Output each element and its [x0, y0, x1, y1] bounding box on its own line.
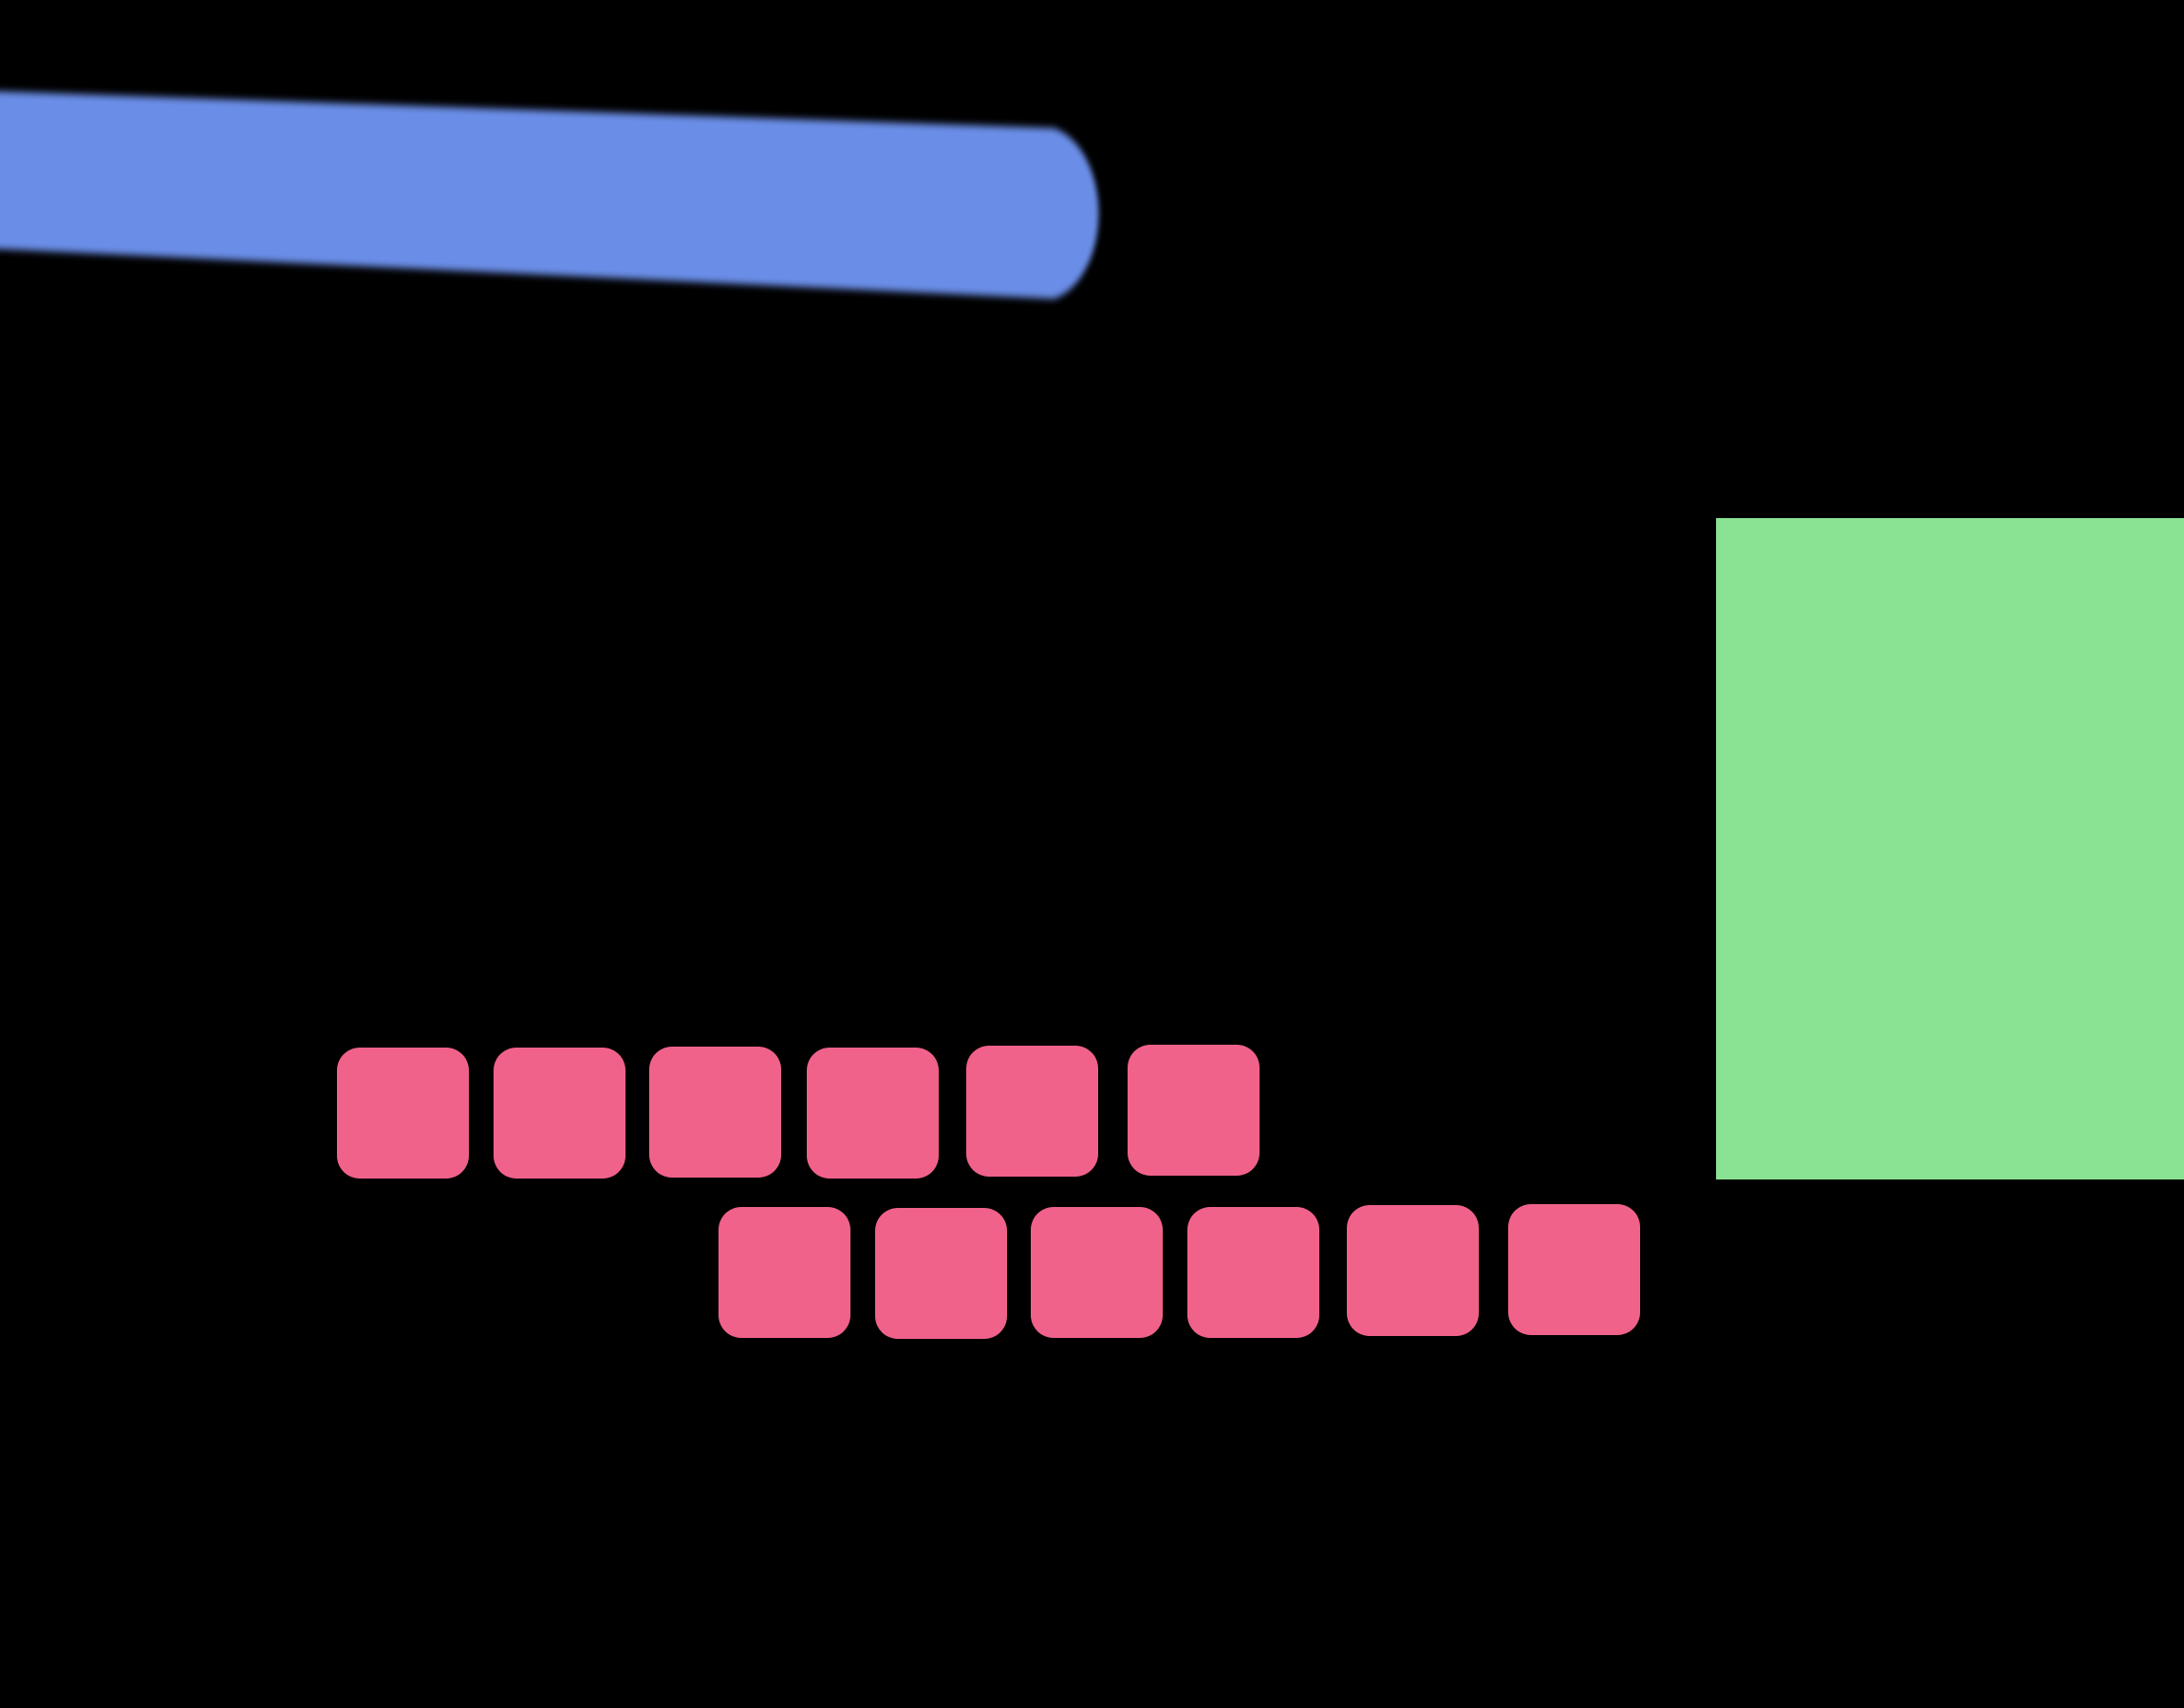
brick-row-top — [337, 1045, 1260, 1179]
brick — [649, 1047, 781, 1178]
brick — [1347, 1205, 1479, 1336]
brick — [1128, 1045, 1260, 1176]
brick — [719, 1207, 850, 1338]
brick — [337, 1048, 469, 1179]
brick — [494, 1048, 625, 1179]
paddle-bar[interactable] — [0, 91, 1099, 299]
brick-row-bottom — [719, 1204, 1640, 1339]
brick — [1508, 1204, 1640, 1335]
brick — [966, 1046, 1098, 1177]
brick — [1187, 1207, 1319, 1338]
brick — [807, 1048, 939, 1179]
green-block — [1716, 518, 2184, 1179]
brick — [875, 1208, 1007, 1339]
brick — [1031, 1207, 1163, 1338]
